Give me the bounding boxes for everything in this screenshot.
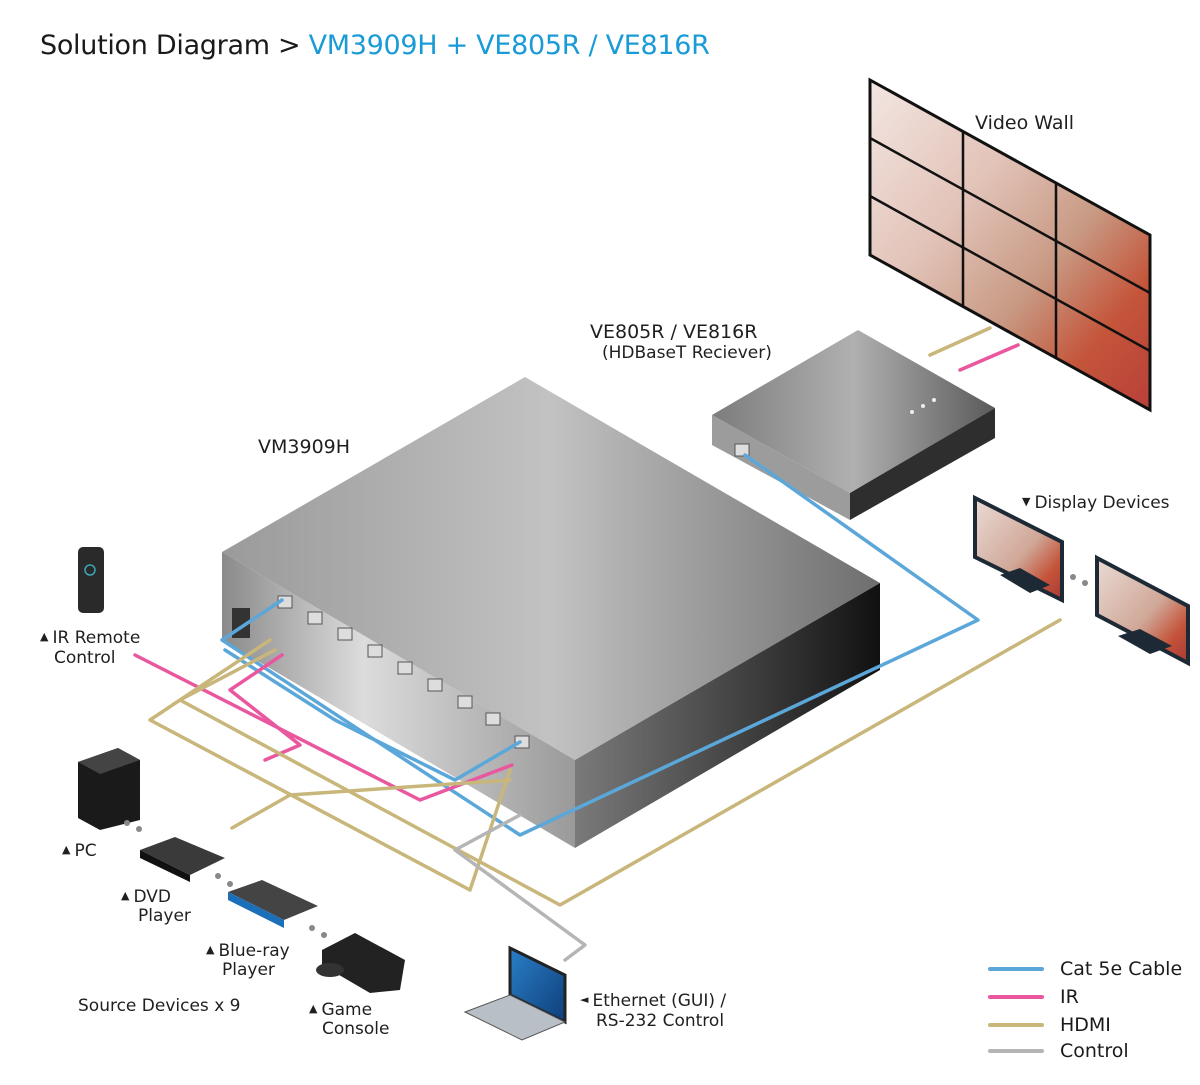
cables: [133, 326, 1062, 962]
dvd-label: ▲DVD: [121, 887, 171, 907]
legend-item-ir: IR: [988, 986, 1188, 1008]
title-product: VM3909H + VE805R / VE816R: [308, 30, 710, 61]
left-triangle-icon: ◄: [580, 993, 589, 1006]
legend-item-control: Control: [988, 1040, 1188, 1062]
source-separator-dots: [124, 820, 327, 938]
bluray-label: ▲Blue-ray: [206, 941, 290, 961]
ir-remote-label: ▲IR Remote: [40, 628, 141, 648]
up-triangle-icon: ▲: [206, 943, 215, 956]
dvd-label-line2: Player: [138, 906, 191, 926]
bluray-label-line2: Player: [222, 960, 275, 980]
title-prefix: Solution Diagram >: [40, 30, 301, 61]
ir-swatch-icon: [988, 995, 1044, 999]
game-console-label-line2: Console: [322, 1019, 390, 1039]
control-swatch-icon: [988, 1049, 1044, 1053]
laptop-label-line2: RS-232 Control: [596, 1011, 725, 1031]
hdbaset-receiver: [712, 330, 995, 520]
hdmi-swatch-icon: [988, 1023, 1044, 1027]
sources-caption: Source Devices x 9: [78, 996, 241, 1016]
cat5e-swatch-icon: [988, 967, 1044, 971]
up-triangle-icon: ▲: [121, 889, 130, 902]
video-wall: [868, 77, 1152, 413]
up-triangle-icon: ▲: [309, 1002, 318, 1015]
laptop-device: [463, 945, 567, 1041]
ir-remote-label-line2: Control: [54, 648, 116, 668]
video-wall-label: Video Wall: [975, 112, 1075, 134]
ir-remote-device: [78, 547, 104, 613]
up-triangle-icon: ▲: [62, 843, 71, 856]
down-triangle-icon: ▼: [1022, 495, 1031, 508]
laptop-label: ◄Ethernet (GUI) /: [580, 991, 727, 1011]
legend-item-hdmi: HDMI: [988, 1014, 1188, 1036]
game-console-label: ▲Game: [309, 1000, 373, 1020]
display-separator-dots: [1070, 574, 1088, 586]
game-console-device: [316, 933, 405, 993]
receiver-label: VE805R / VE816R: [590, 321, 758, 343]
legend-item-cat5e: Cat 5e Cable: [988, 958, 1188, 980]
bluray-device: [228, 880, 318, 928]
display-monitor-1: [973, 494, 1064, 604]
dvd-device: [140, 837, 225, 882]
receiver-sublabel: (HDBaseT Reciever): [602, 343, 772, 363]
matrix-label: VM3909H: [258, 436, 351, 458]
display-monitor-2: [1095, 554, 1190, 667]
pc-label: ▲PC: [62, 841, 97, 861]
pc-device: [78, 748, 140, 830]
up-triangle-icon: ▲: [40, 630, 49, 643]
display-devices-label: ▼Display Devices: [1022, 493, 1170, 513]
page-title: Solution Diagram > VM3909H + VE805R / VE…: [40, 30, 710, 61]
